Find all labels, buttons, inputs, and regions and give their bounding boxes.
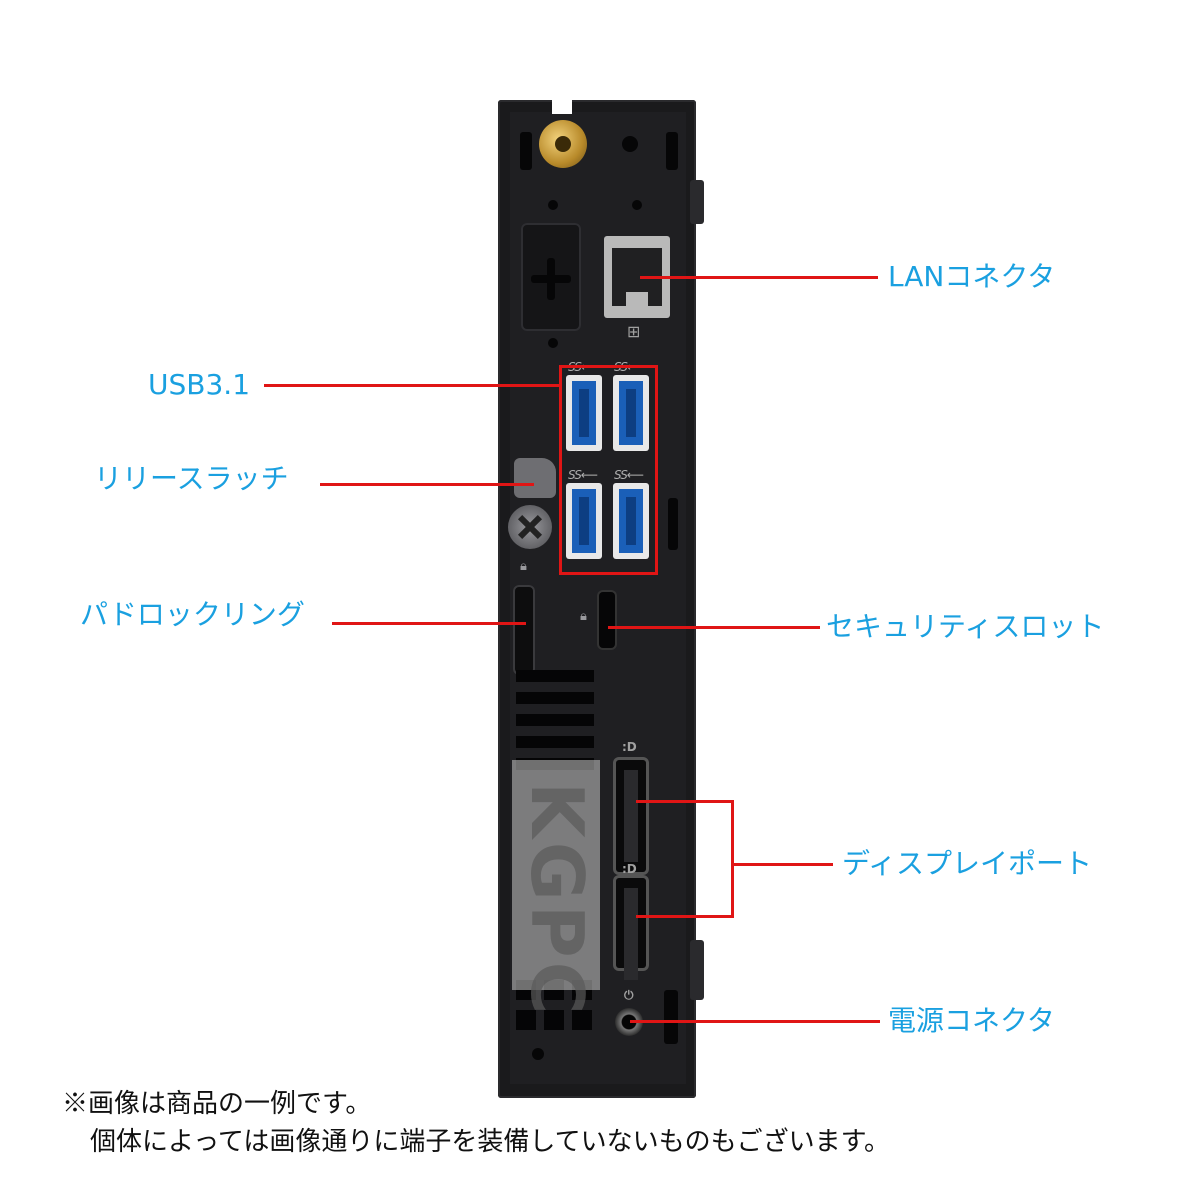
callout-line-padlock-ring [332,622,526,625]
callout-box-usb [559,365,658,575]
ethernet-icon: ⊞ [627,322,641,341]
displayport-icon: :D [622,862,637,876]
usb-superspeed-icon: SS⟵ [614,468,644,482]
label-lan-connector: LANコネクタ [888,260,1056,293]
padlock-icon: 🔒︎ [520,559,527,574]
label-security-slot: セキュリティスロット [826,610,1105,643]
watermark-text: KGPC [515,782,599,1019]
vent-slot [664,990,678,1044]
label-release-latch: リリースラッチ [94,462,289,495]
callout-line-security-slot [608,626,820,629]
mount-hole [532,1048,544,1060]
vesa-cross [547,258,555,300]
displayport-port [616,760,646,872]
callout-line-release-latch [320,483,534,486]
callout-line-displayport [731,800,734,918]
label-padlock-ring: パドロックリング [80,598,305,631]
displayport-port [616,878,646,980]
callout-line-displayport [636,800,734,803]
note-line-2: 個体によっては画像通りに端子を装備していないものもございます。 [90,1127,891,1157]
mount-hole [632,200,642,210]
mount-hole [548,338,558,348]
usb-port [566,375,602,451]
security-slot [599,592,615,648]
release-latch [514,458,556,498]
usb-port [566,483,602,559]
thumb-screw [508,505,552,549]
antenna-connector-icon [539,120,587,168]
callout-line-lan [640,276,878,279]
side-tab [690,940,704,1000]
callout-line-displayport [636,915,734,918]
vent-slot [666,132,678,170]
vent-slot [668,498,678,550]
label-power-connector: 電源コネクタ [888,1004,1055,1037]
power-icon: ⏻ [624,988,634,1002]
padlock-icon: 🔒︎ [580,609,587,624]
padlock-ring [513,585,535,675]
label-display-port: ディスプレイポート [842,847,1093,880]
callout-line-usb [264,384,560,387]
usb-superspeed-icon: SS⟵ [568,468,598,482]
usb-port [613,375,649,451]
vent-slot [520,132,532,170]
side-tab [690,180,704,224]
usb-port [613,483,649,559]
chassis-notch [552,100,572,114]
label-usb: USB3.1 [148,368,251,401]
note-line-1: ※画像は商品の一例です。 [62,1089,372,1119]
callout-line-displayport [731,863,833,866]
mount-hole [548,200,558,210]
displayport-icon: :D [622,740,637,754]
callout-line-power [630,1020,880,1023]
watermark: KGPC [512,760,600,1019]
mount-hole [622,136,638,152]
